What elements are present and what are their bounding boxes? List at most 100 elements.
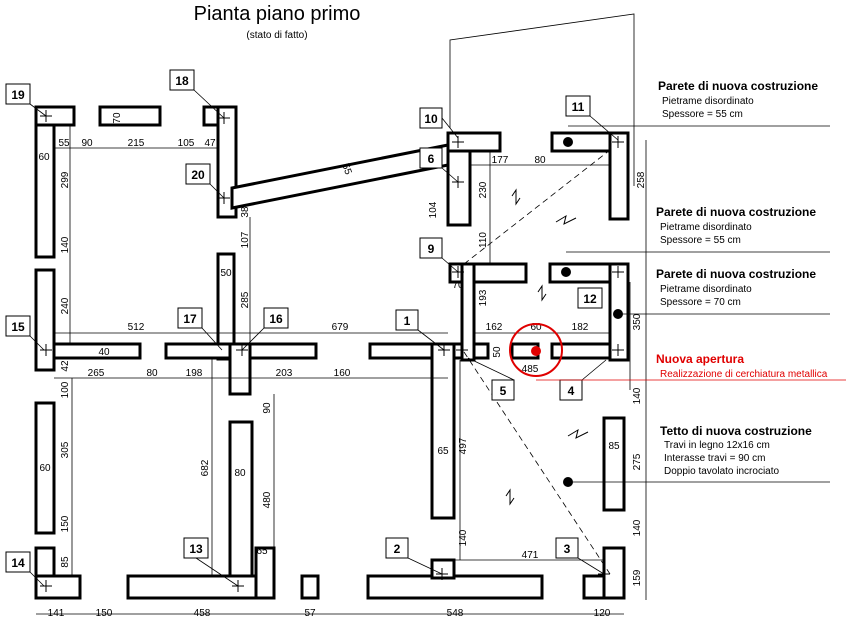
marker-label: 6 bbox=[428, 152, 435, 166]
dim-label: 258 bbox=[636, 171, 647, 188]
markers: 1 2 3 4 5 6 9 10 11 12 13 14 15 16 17 18… bbox=[5, 69, 603, 573]
wall bbox=[228, 342, 252, 396]
dim-label: 60 bbox=[38, 152, 50, 163]
dim-label: 682 bbox=[200, 459, 211, 476]
dim-label: 305 bbox=[60, 441, 71, 458]
note-heading-red: Nuova apertura bbox=[656, 352, 744, 366]
marker-label: 11 bbox=[572, 100, 585, 114]
note-heading: Parete di nuova costruzione bbox=[658, 79, 818, 93]
marker-label: 4 bbox=[568, 384, 575, 398]
dim-label: 140 bbox=[632, 387, 643, 404]
dim-label: 140 bbox=[60, 236, 71, 253]
wall bbox=[430, 558, 456, 580]
note-line: Pietrame disordinato bbox=[662, 96, 754, 107]
marker-label: 5 bbox=[500, 384, 507, 398]
dim-label: 275 bbox=[632, 453, 643, 470]
wall bbox=[228, 420, 254, 580]
note-line: Travi in legno 12x16 cm bbox=[664, 440, 770, 451]
note-line: Spessore = 55 cm bbox=[660, 235, 741, 246]
wall bbox=[34, 574, 82, 600]
dim-label: 65 bbox=[256, 546, 268, 557]
dim-label: 40 bbox=[98, 347, 110, 358]
wall bbox=[52, 342, 142, 360]
dim-label: 140 bbox=[458, 529, 469, 546]
dim-label: 55 bbox=[58, 138, 70, 149]
wall bbox=[34, 401, 56, 535]
note-line: Doppio tavolato incrociato bbox=[664, 466, 780, 477]
note-line: Pietrame disordinato bbox=[660, 222, 752, 233]
new-opening-highlight bbox=[509, 323, 846, 381]
dim-label: 230 bbox=[478, 181, 489, 198]
wall bbox=[126, 574, 276, 600]
dim-label: 60 bbox=[530, 322, 542, 333]
dim-label: 141 bbox=[48, 608, 65, 619]
dim-label: 215 bbox=[128, 138, 145, 149]
dim-label: 105 bbox=[178, 138, 195, 149]
marker-label: 15 bbox=[11, 320, 25, 334]
marker-label: 14 bbox=[11, 556, 25, 570]
marker-label: 9 bbox=[428, 242, 435, 256]
marker-label: 1 bbox=[404, 314, 411, 328]
dim-label: 177 bbox=[492, 155, 509, 166]
sloped-wall bbox=[230, 143, 450, 210]
dim-label: 160 bbox=[334, 368, 351, 379]
wall bbox=[34, 268, 56, 372]
marker-label: 19 bbox=[11, 88, 25, 102]
dim-label: 80 bbox=[146, 368, 158, 379]
dim-label: 285 bbox=[240, 291, 251, 308]
marker-label: 17 bbox=[183, 312, 197, 326]
dim-label: 50 bbox=[492, 346, 503, 358]
plan-title: Pianta piano primo bbox=[194, 3, 361, 25]
dim-label: 38 bbox=[240, 206, 251, 218]
note-line: Spessore = 70 cm bbox=[660, 297, 741, 308]
dim-label: 548 bbox=[447, 608, 464, 619]
dim-label: 159 bbox=[632, 569, 643, 586]
note-line: Spessore = 55 cm bbox=[662, 109, 743, 120]
leaders bbox=[29, 89, 619, 587]
marker-label: 18 bbox=[175, 74, 189, 88]
dim-label: 480 bbox=[262, 491, 273, 508]
dim-label: 47 bbox=[204, 138, 216, 149]
notes: Parete di nuova costruzione Pietrame dis… bbox=[656, 79, 828, 477]
dim-label: 80 bbox=[534, 155, 546, 166]
dim-label: 70 bbox=[452, 280, 464, 291]
dim-label: 70 bbox=[112, 112, 123, 124]
dim-label: 57 bbox=[304, 608, 316, 619]
dim-label: 150 bbox=[96, 608, 113, 619]
dim-label: 50 bbox=[220, 268, 232, 279]
note-line-red: Realizzazione di cerchiatura metallica bbox=[660, 369, 828, 380]
marker-label: 20 bbox=[191, 168, 205, 182]
slope-symbols bbox=[505, 188, 589, 506]
dim-label: 458 bbox=[194, 608, 211, 619]
note-line: Interasse travi = 90 cm bbox=[664, 453, 765, 464]
marker-label: 16 bbox=[269, 312, 283, 326]
plan-subtitle: (stato di fatto) bbox=[246, 30, 307, 41]
dim-label: 100 bbox=[60, 381, 71, 398]
dimension-labels: 55 90 215 105 47 70 60 299 140 240 512 6… bbox=[38, 112, 647, 619]
note-heading: Parete di nuova costruzione bbox=[656, 205, 816, 219]
wall bbox=[300, 574, 320, 600]
diagonals bbox=[463, 149, 611, 575]
note-heading: Parete di nuova costruzione bbox=[656, 267, 816, 281]
dim-label: 150 bbox=[60, 515, 71, 532]
note-line: Pietrame disordinato bbox=[660, 284, 752, 295]
wall bbox=[430, 342, 456, 520]
dim-label: 55 bbox=[339, 162, 353, 177]
dim-label: 240 bbox=[60, 297, 71, 314]
dim-label: 85 bbox=[608, 441, 620, 452]
marker-label: 13 bbox=[189, 542, 203, 556]
dim-label: 485 bbox=[522, 364, 539, 375]
dim-label: 120 bbox=[594, 608, 611, 619]
dim-label: 90 bbox=[81, 138, 93, 149]
marker-label: 10 bbox=[424, 112, 438, 126]
dim-label: 193 bbox=[478, 289, 489, 306]
dim-label: 90 bbox=[262, 402, 273, 414]
dim-label: 80 bbox=[234, 468, 246, 479]
dim-label: 203 bbox=[276, 368, 293, 379]
note-heading: Tetto di nuova costruzione bbox=[660, 424, 812, 438]
wall bbox=[446, 131, 502, 153]
dim-label: 162 bbox=[486, 322, 503, 333]
dim-label: 107 bbox=[240, 231, 251, 248]
dim-label: 512 bbox=[128, 322, 145, 333]
wall bbox=[608, 131, 630, 221]
